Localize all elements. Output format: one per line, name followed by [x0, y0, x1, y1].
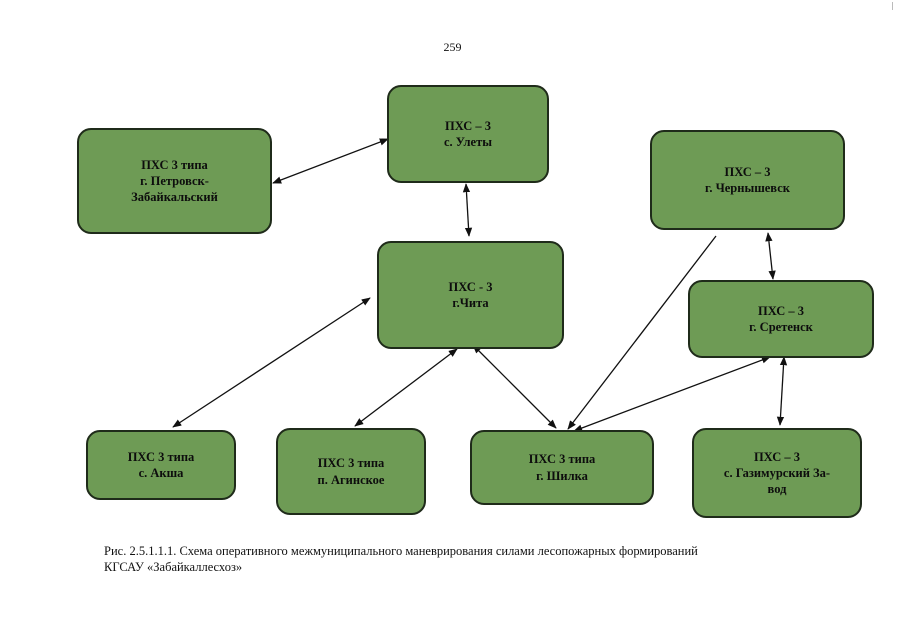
node-ulety-label: ПХС – 3 с. Улеты — [444, 118, 492, 151]
node-sretensk: ПХС – 3 г. Сретенск — [688, 280, 874, 358]
edge-sretensk-shilka — [573, 356, 771, 432]
node-chernyshevsk-label: ПХС – 3 г. Чернышевск — [705, 164, 790, 197]
node-aksha: ПХС 3 типа с. Акша — [86, 430, 236, 500]
page-number: 259 — [443, 40, 462, 54]
node-aksha-line: с. Акша — [138, 466, 184, 480]
edge-chita-shilka — [472, 344, 557, 429]
edge-ulety-chita — [462, 183, 473, 237]
node-chita-label: ПХС - 3 г.Чита — [449, 279, 493, 312]
node-ulety: ПХС – 3 с. Улеты — [387, 85, 549, 183]
edge-chernyshevsk-sretensk — [765, 232, 776, 280]
node-aginskoe-line: ПХС 3 типа — [317, 456, 385, 471]
node-aginskoe-line: п. Агинское — [317, 472, 385, 487]
node-petrovsk-line: Забайкальский — [131, 190, 218, 205]
caption-line-1: Рис. 2.5.1.1.1. Схема оперативного межму… — [104, 544, 698, 558]
node-chernyshevsk-line: г. Чернышевск — [705, 181, 790, 195]
node-aksha-label: ПХС 3 типа с. Акша — [128, 449, 195, 482]
scan-corner-mark — [892, 2, 899, 10]
node-gazimur-line: ПХС – 3 — [753, 449, 801, 464]
node-gazimur-line: с. Газимурский За- — [723, 465, 831, 480]
node-ulety-line: с. Улеты — [443, 135, 493, 149]
node-shilka-line: г. Шилка — [536, 468, 588, 483]
node-shilka-line: ПХС 3 типа — [528, 452, 596, 467]
caption-line-2: КГСАУ «Забайкаллесхоз» — [104, 560, 243, 575]
node-petrovsk-line: г. Петровск- — [140, 173, 209, 188]
node-chernyshevsk: ПХС – 3 г. Чернышевск — [650, 130, 845, 230]
node-aksha-line: ПХС 3 типа — [127, 449, 195, 464]
node-gazimur-line: вод — [767, 482, 787, 497]
edge-petrovsk-ulety — [272, 138, 389, 184]
node-ulety-line: ПХС – 3 — [444, 118, 492, 133]
edge-sretensk-gazimur — [776, 356, 788, 426]
edge-chita-aginskoe — [354, 348, 458, 427]
edge-chita-aksha — [172, 297, 371, 428]
node-chita-line: г.Чита — [452, 296, 489, 310]
node-chita-line: ПХС - 3 — [448, 279, 493, 294]
node-chita: ПХС - 3 г.Чита — [377, 241, 564, 349]
node-chernyshevsk-line: ПХС – 3 — [724, 164, 771, 179]
node-sretensk-line: г. Сретенск — [749, 320, 813, 334]
node-sretensk-label: ПХС – 3 г. Сретенск — [749, 303, 813, 336]
node-petrovsk-line: ПХС 3 типа — [141, 157, 208, 172]
node-sretensk-line: ПХС – 3 — [757, 303, 805, 318]
figure-caption: Рис. 2.5.1.1.1. Схема оперативного межму… — [104, 543, 864, 576]
